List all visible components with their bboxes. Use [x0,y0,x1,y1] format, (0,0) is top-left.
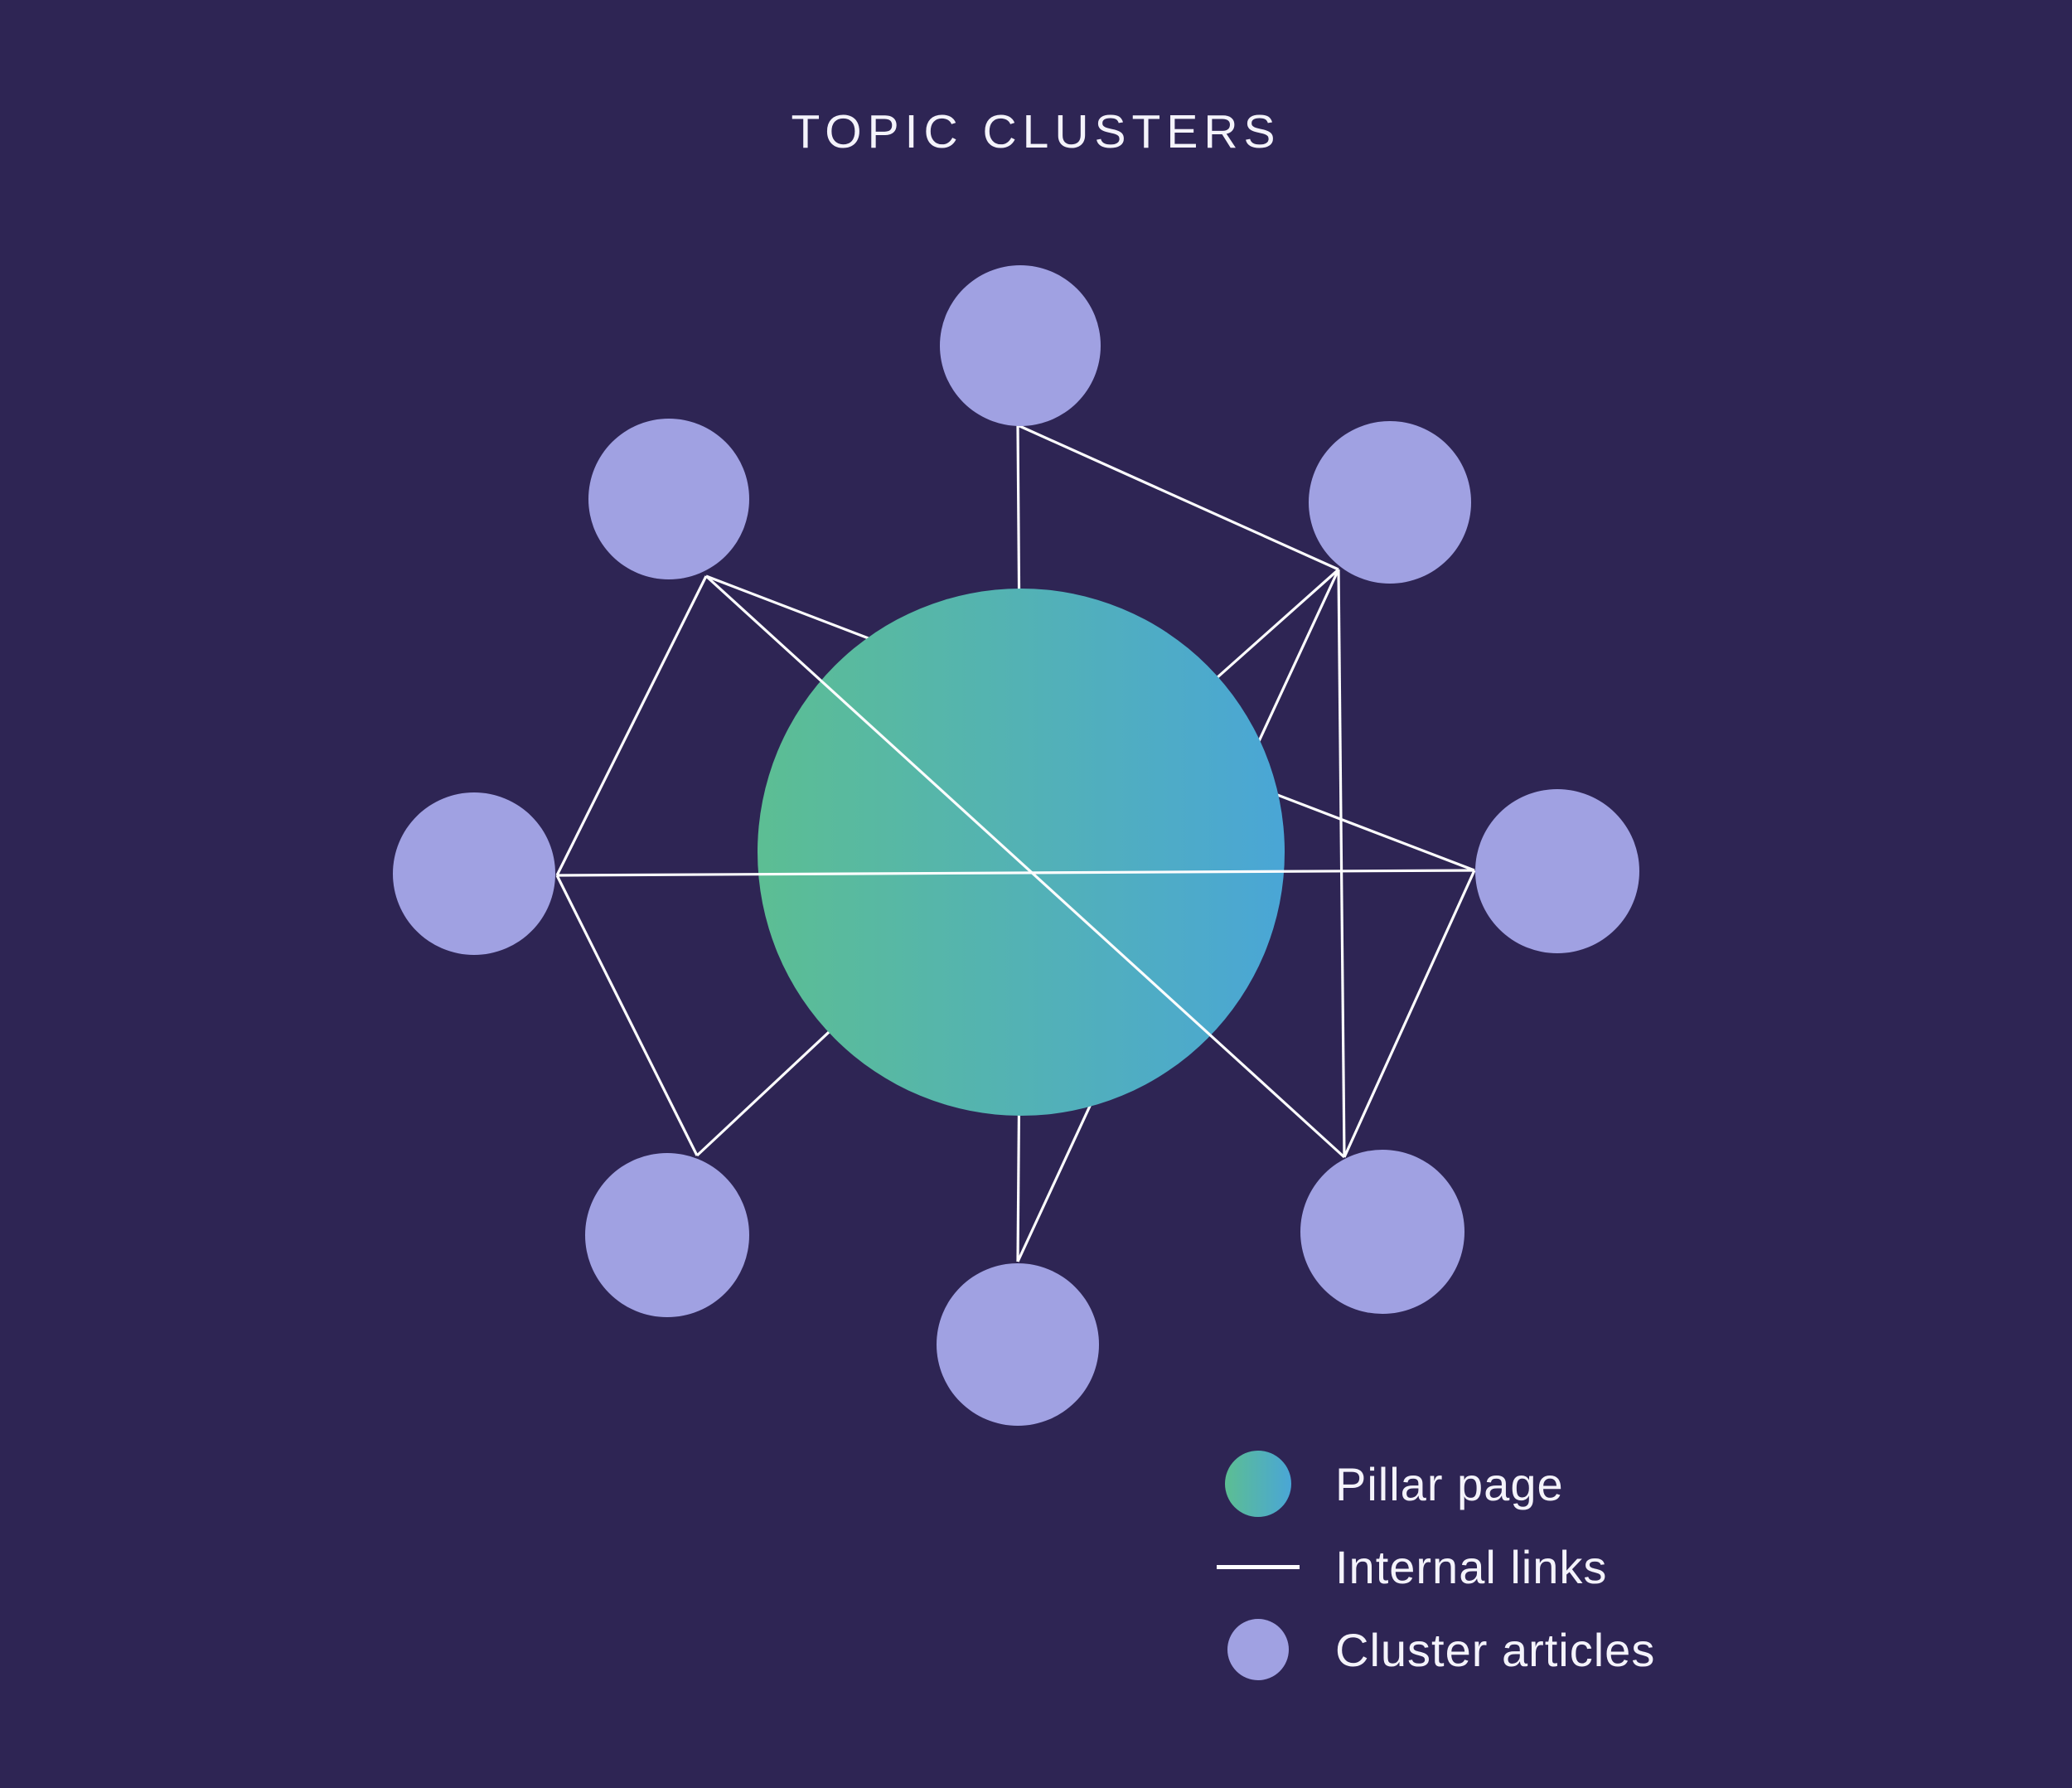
cluster-article-node-bottom_left [585,1153,749,1317]
legend-swatch-column [1200,1564,1316,1569]
internal-link-line-top_right-bottom_right [1337,569,1346,1158]
cluster-article-node-right [1475,789,1639,953]
page-title: TOPIC CLUSTERS [791,105,1281,158]
legend-item-cluster-articles: Cluster articles [1200,1608,1655,1691]
links-over-pillar [556,574,1475,1159]
legend-swatch-column [1200,1451,1316,1517]
internal-links-swatch-icon [1217,1564,1300,1569]
cluster-article-node-top [940,265,1101,426]
internal-link-line-top-top_right [1017,424,1339,571]
pillar-page-node [758,589,1285,1116]
legend-item-pillar-page: Pillar page [1200,1442,1655,1525]
cluster-articles-swatch-icon [1227,1619,1289,1680]
cluster-article-node-bottom_right [1300,1150,1464,1314]
pillar-page-swatch-icon [1225,1451,1291,1517]
internal-link-line-top_left-bottom_right [704,574,1346,1159]
legend-label-pillar-page: Pillar page [1335,1457,1564,1510]
internal-link-line-left-bottom_left [555,875,699,1156]
internal-link-line-right-bottom_right [1343,870,1476,1158]
legend-label-cluster-articles: Cluster articles [1335,1623,1656,1676]
legend-item-internal-links: Internal links [1200,1525,1655,1608]
legend: Pillar page Internal links Cluster artic… [1200,1442,1655,1691]
legend-swatch-column [1200,1619,1316,1680]
internal-link-line-top_left-left [555,575,708,876]
cluster-article-node-top_left [588,419,749,579]
cluster-article-node-bottom [937,1263,1099,1426]
cluster-article-node-top_right [1309,421,1471,584]
internal-link-line-left-right [556,869,1475,877]
legend-label-internal-links: Internal links [1335,1540,1608,1593]
cluster-article-node-left [393,792,555,955]
